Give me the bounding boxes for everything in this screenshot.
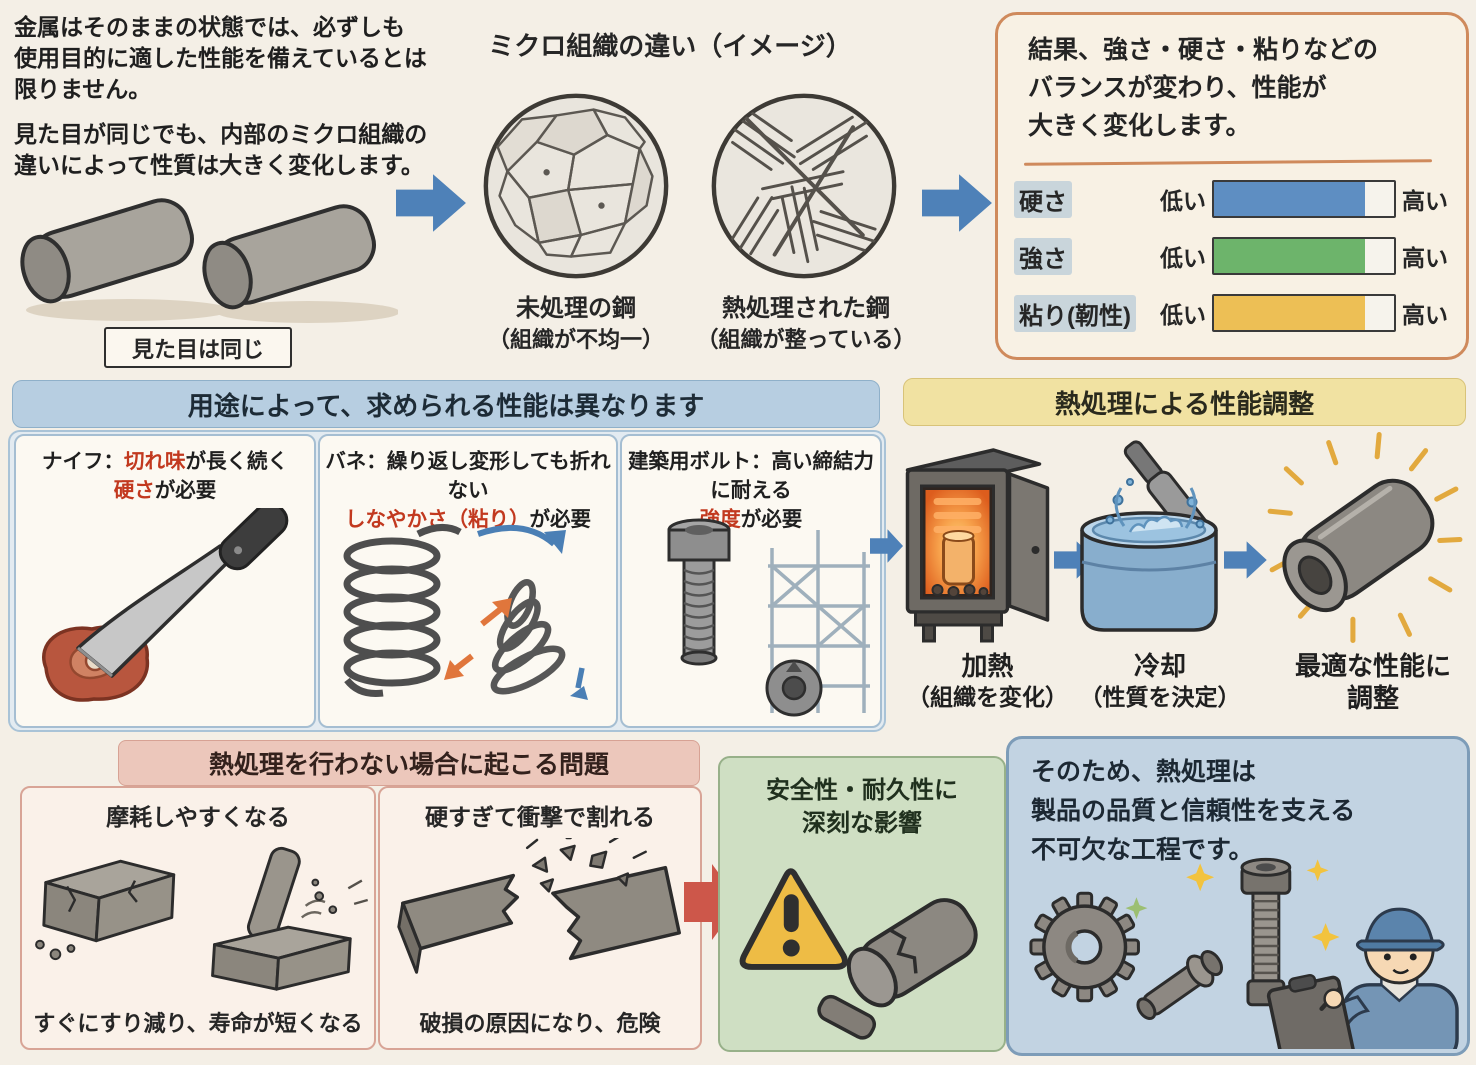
hardness-bar [1212,180,1396,218]
strength-bar-fill [1214,239,1366,273]
orange-underline [1023,159,1433,166]
treated-steel-label: 熱処理された鋼 （組織が整っている） [696,295,916,352]
quench-tank-cooling-icon [1080,440,1218,632]
problems-banner: 熱処理を行わない場合に起こる問題 [118,740,700,786]
usage-panel-spring: バネ：繰り返し変形しても折れない しなやかさ（粘り）が必要 [318,434,618,728]
intro-paragraph-2: 見た目が同じでも、内部のミクロ組織の 違いによって性質は大きく変化します。 [14,121,428,178]
knife-requirement-text: ナイフ：切れ味が長く続く 硬さが必要 [42,450,288,502]
bar-row-strength: 強さ 低い 高い [1014,236,1454,276]
result-panel: 結果、強さ・硬さ・粘りなどの バランスが変わり、性能が 大きく変化します。 硬さ… [995,12,1469,360]
impact-panel: 安全性・耐久性に 深刻な影響 [718,756,1006,1052]
heat-banner: 熱処理による性能調整 [903,378,1466,426]
result-text: 結果、強さ・硬さ・粘りなどの バランスが変わり、性能が 大きく変化します。 [1028,36,1379,140]
impact-text: 安全性・耐久性に 深刻な影響 [766,777,958,837]
bar-row-toughness: 粘り(靭性) 低い 高い [1014,293,1454,333]
conclusion-text: そのため、熱処理は 製品の品質と信頼性を支える 不可欠な工程です。 [1031,758,1356,864]
toughness-bar-fill [1214,296,1366,330]
two-metal-cylinders-icon [20,198,398,323]
grain-structure-circle-icon [483,93,669,279]
shattering-bar-fragments-icon [397,838,681,974]
conclusion-panel: そのため、熱処理は 製品の品質と信頼性を支える 不可欠な工程です。 [1006,736,1470,1056]
step-heating-label: 加熱 （組織を変化） [907,651,1068,710]
aligned-structure-circle-icon [711,93,897,279]
problem-panel-wear: 摩耗しやすくなる [20,786,376,1050]
worn-blocks-debris-icon [35,846,368,991]
coil-springs-with-arrows-icon [343,524,588,700]
step-cooling-label: 冷却 （性質を決定） [1079,651,1241,710]
knife-cutting-meat-icon [42,508,289,702]
untreated-steel-label: 未処理の鋼 （組織が不均一） [487,295,664,352]
arrow-right-icon [922,174,992,232]
intro-text-block: 金属はそのままの状態では、必ずしも 使用目的に適した性能を備えているとは 限りま… [14,12,454,181]
strength-bar [1212,237,1396,275]
microstructure-title: ミクロ組織の違い（イメージ） [488,31,852,61]
arrow-right-icon [870,529,904,563]
usage-panel-bolt: 建築用ボルト：高い締結力に耐える 強度が必要 [620,434,882,728]
same-appearance-label-box: 見た目は同じ [104,327,292,368]
arrow-right-icon [396,174,466,232]
intro-paragraph-1: 金属はそのままの状態では、必ずしも 使用目的に適した性能を備えているとは 限りま… [14,14,427,102]
furnace-heating-icon [905,448,1050,643]
hardness-bar-fill [1214,182,1366,216]
bolt-nut-and-building-frame-icon [667,518,870,717]
problem-panel-brittle: 硬すぎて衝撃で割れる 破損の原因になり、危険 [378,786,702,1050]
finished-cylinder-shining-icon [1267,431,1463,643]
usage-panel-knife: ナイフ：切れ味が長く続く 硬さが必要 [14,434,316,728]
spring-requirement-text: バネ：繰り返し変形しても折れない しなやかさ（粘り）が必要 [325,450,611,531]
usage-banner: 用途によって、求められる性能は異なります [12,380,880,428]
bolt-requirement-text: 建築用ボルト：高い締結力に耐える 強度が必要 [628,450,874,531]
bar-row-hardness: 硬さ 低い 高い [1014,179,1454,219]
warning-triangle-and-broken-part-icon [739,868,978,1040]
step-adjusted-label: 最適な性能に 調整 [1294,651,1451,713]
property-bars: 硬さ 低い 高い 強さ 低い 高い 粘り(靭性) 低い [1014,179,1454,350]
arrow-right-icon [1224,541,1267,579]
toughness-bar [1212,294,1396,332]
inspector-with-gear-and-bolts-icon [1029,857,1459,1049]
